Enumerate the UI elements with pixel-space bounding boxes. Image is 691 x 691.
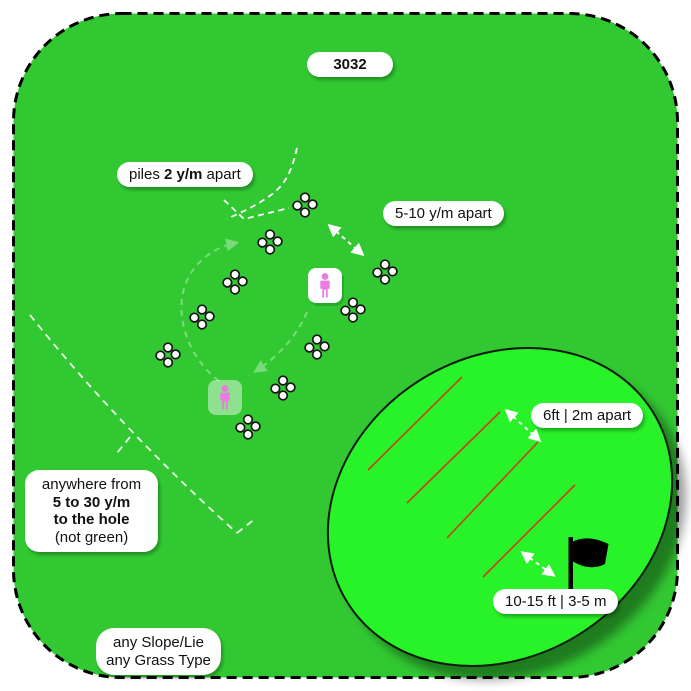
piles-apart-value: 2 y/m [164, 166, 203, 183]
ball-pile-icon [155, 342, 181, 368]
hole-flag-icon [568, 537, 609, 591]
ball-pile-icon [235, 414, 261, 440]
ball-pile-icon [292, 192, 318, 218]
ball-pile-icon [270, 375, 296, 401]
ball-pile-icon [189, 304, 215, 330]
golfer-icon [308, 268, 344, 306]
green-lines-apart-label: 6ft | 2m apart [531, 403, 644, 428]
putting-line [406, 411, 501, 504]
green-lines-apart-arrow [504, 408, 542, 443]
putting-line [482, 484, 576, 578]
ball-pile-icon [257, 229, 283, 255]
golfers [208, 268, 344, 415]
piles-apart-suffix: apart [202, 166, 241, 183]
conditions-line1: any Slope/Lie [113, 634, 204, 651]
field-boundary [12, 12, 679, 679]
ball-pile-icon [372, 259, 398, 285]
pile-gap-marker [223, 147, 298, 220]
drill-number-badge: 3032 [307, 52, 393, 77]
piles-apart-prefix: piles [129, 166, 165, 183]
distance-note-line3: to the hole [53, 511, 130, 528]
distance-to-hole-line [29, 314, 257, 534]
conditions-line2: any Grass Type [106, 651, 211, 669]
walk-path-loop [180, 238, 240, 382]
distance-note-line2: 5 to 30 y/m [52, 493, 131, 511]
putting-line [446, 441, 539, 539]
ball-pile-icon [340, 297, 366, 323]
distance-note-box: anywhere from 5 to 30 y/m to the hole (n… [25, 470, 158, 552]
ball-pile-icon [222, 269, 248, 295]
putting-line [367, 376, 463, 471]
piles-apart-label: piles 2 y/m apart [117, 162, 253, 187]
golfer-icon [208, 380, 242, 415]
distance-note-line4: (not green) [54, 528, 129, 546]
ball-piles [155, 192, 398, 440]
putting-lines [367, 376, 576, 578]
rows-apart-arrow [327, 223, 365, 257]
measure-arrows [327, 223, 556, 577]
walk-path-arrows [180, 238, 308, 382]
hole-distance-arrow [520, 551, 556, 577]
conditions-label: any Slope/Lie any Grass Type [96, 628, 221, 675]
hole-distance-label: 10-15 ft | 3-5 m [493, 589, 619, 614]
rows-apart-label: 5-10 y/m apart [383, 201, 504, 226]
ball-pile-icon [304, 334, 330, 360]
distance-note-line1: anywhere from [41, 476, 142, 493]
